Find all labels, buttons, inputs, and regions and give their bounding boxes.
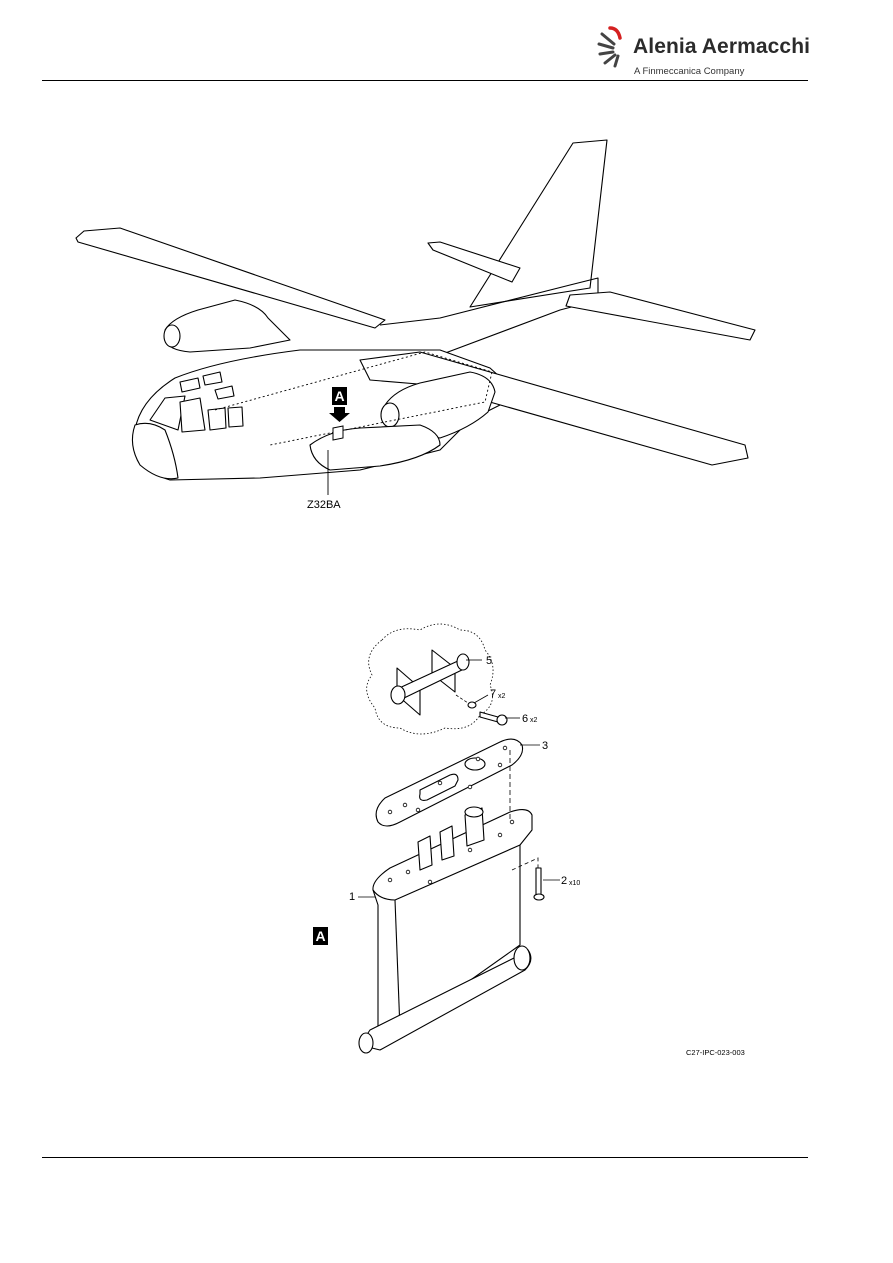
detail-view-a-marker-label: A — [315, 928, 325, 944]
brand-name: Alenia Aermacchi — [633, 35, 811, 58]
left-wing — [75, 227, 386, 329]
alignment-line — [455, 694, 469, 704]
brand-emblem-icon — [597, 26, 622, 68]
alignment-line — [511, 857, 539, 871]
connector-top — [464, 806, 484, 818]
left-propeller-spinner — [163, 324, 181, 348]
header-divider — [42, 80, 808, 81]
base-rail-end — [358, 1032, 374, 1054]
callout-item-6-qty: x2 — [530, 717, 538, 724]
cockpit-roof-window — [214, 385, 235, 400]
view-a-marker-label: A — [334, 388, 344, 404]
bolt-item-6 — [479, 711, 499, 723]
detail-callout-outline — [366, 623, 494, 735]
view-a-arrow-icon — [329, 407, 350, 422]
gasket-hole — [464, 757, 486, 771]
footer-divider — [42, 1157, 808, 1158]
mounting-holes — [387, 745, 515, 885]
callout-item-7-qty: x2 — [498, 693, 506, 700]
callout-item-3: 3 — [542, 740, 548, 752]
right-horizontal-stabilizer — [565, 291, 756, 341]
detail-view-a-marker — [313, 927, 328, 945]
pin-end — [390, 685, 406, 705]
screw-head — [533, 893, 545, 901]
aircraft-nose — [131, 422, 179, 480]
screw-item-2 — [535, 867, 542, 896]
cockpit-roof-window — [179, 377, 201, 393]
callout-leaders — [358, 659, 560, 898]
left-engine-nacelle — [164, 299, 291, 353]
brand-logo: Alenia Aermacchi A Finmeccanica Company — [596, 24, 810, 84]
gasket-slot — [419, 773, 459, 801]
connector — [417, 835, 433, 871]
housing-item-1 — [372, 809, 533, 1036]
figure-reference: C27-IPC-023-003 — [686, 1048, 745, 1057]
callout-item-2-qty: x10 — [569, 880, 580, 887]
zone-label: Z32BA — [307, 499, 341, 511]
callout-item-1: 1 — [349, 891, 355, 903]
brand-tagline: A Finmeccanica Company — [634, 66, 745, 77]
callout-item-7: 7 — [490, 688, 496, 700]
access-panel — [332, 425, 344, 441]
callout-item-2: 2 — [561, 875, 567, 887]
view-a-marker — [332, 387, 347, 405]
washer-item-7 — [467, 701, 477, 709]
callout-item-5: 5 — [486, 655, 492, 667]
base-rail-end — [513, 945, 531, 971]
cockpit-roof-window — [202, 371, 223, 386]
left-horizontal-stabilizer — [427, 241, 521, 283]
callout-item-6: 6 — [522, 713, 528, 725]
cockpit-window — [227, 406, 244, 428]
cockpit-window — [179, 397, 206, 433]
pin-end — [456, 653, 470, 671]
bolt-head — [496, 714, 508, 726]
zone-outline — [214, 351, 493, 446]
cockpit-window — [149, 395, 186, 431]
connector — [439, 825, 455, 861]
